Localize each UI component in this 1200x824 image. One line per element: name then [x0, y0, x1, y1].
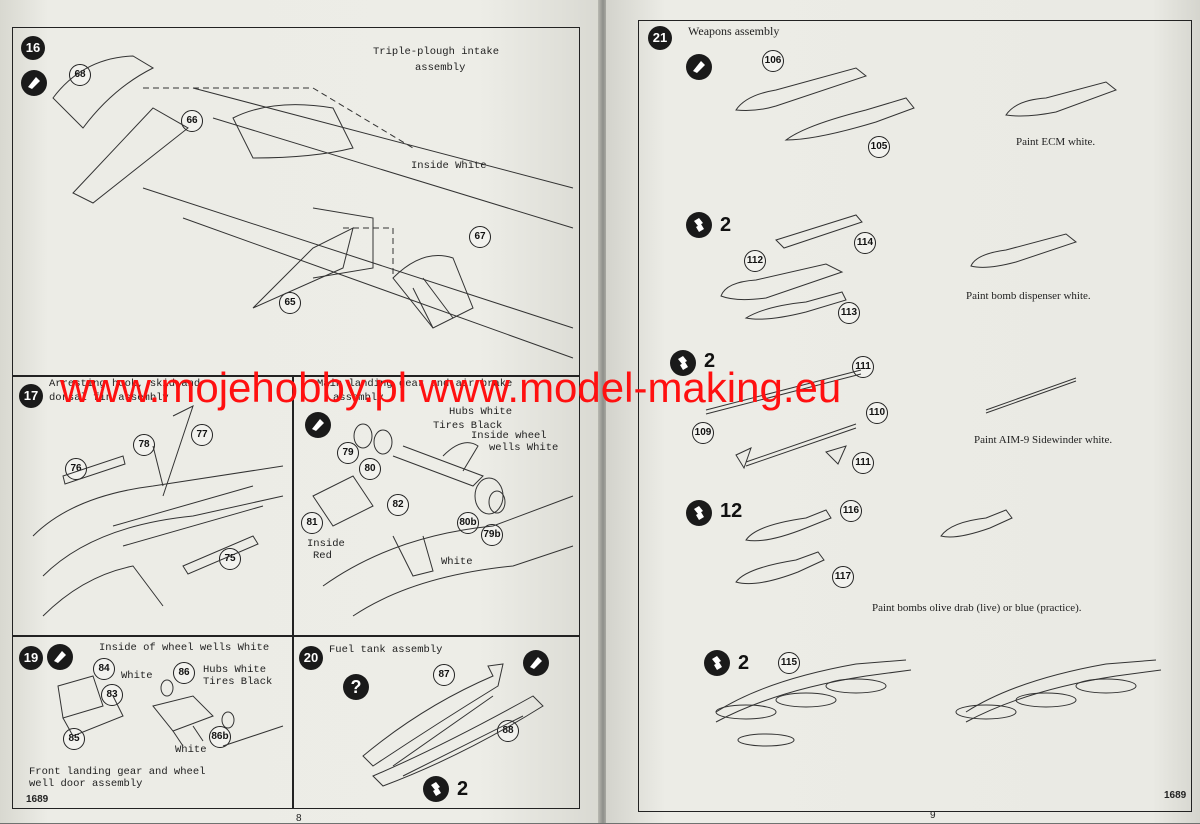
- step-18-inside-note: Inside: [307, 538, 345, 550]
- part-81: 81: [301, 512, 323, 534]
- glue-icon: [686, 54, 712, 80]
- part-86: 86: [173, 662, 195, 684]
- part-78: 78: [133, 434, 155, 456]
- part-117: 117: [832, 566, 854, 588]
- step-16-note: Inside White: [411, 160, 487, 172]
- step-17-caption-2: dorsal fin assembly: [49, 392, 169, 404]
- step-19-number: 19: [19, 646, 43, 670]
- right-page: 21 Weapons assembly 106 105 Paint ECM wh…: [606, 0, 1200, 823]
- bombs-quantity: 12: [720, 500, 743, 522]
- part-116: 116: [840, 500, 862, 522]
- part-115: 115: [778, 652, 800, 674]
- part-count-icon: [704, 650, 730, 676]
- part-76: 76: [65, 458, 87, 480]
- step-18-wells-note: Inside wheel: [471, 430, 547, 442]
- step-19-white-note: White: [121, 670, 153, 682]
- part-105: 105: [868, 136, 890, 158]
- main-gear-drawing: [312, 423, 574, 617]
- part-68: 68: [69, 64, 91, 86]
- part-79-b: 79b: [481, 524, 503, 546]
- left-kit-number: 1689: [26, 794, 49, 805]
- part-109: 109: [692, 422, 714, 444]
- glue-icon: [21, 70, 47, 96]
- part-67: 67: [469, 226, 491, 248]
- part-106: 106: [762, 50, 784, 72]
- step-19-tires-note: Tires Black: [203, 676, 273, 688]
- part-86-b: 86b: [209, 726, 231, 748]
- step-20-number: 20: [299, 646, 323, 670]
- step-18-caption: Main landing gear and air brake: [317, 378, 513, 390]
- part-111-b: 111: [852, 452, 874, 474]
- step-19-footer: Front landing gear and wheel: [29, 766, 206, 778]
- glue-icon: [47, 644, 73, 670]
- part-count-icon: [423, 776, 449, 802]
- part-count-icon: [686, 500, 712, 526]
- step-19-caption: Inside of wheel wells White: [99, 642, 270, 654]
- sidewinder-note: Paint AIM-9 Sidewinder white.: [974, 434, 1113, 446]
- part-79: 79: [337, 442, 359, 464]
- right-kit-number: 1689: [1164, 790, 1187, 801]
- glue-icon: [523, 650, 549, 676]
- part-110: 110: [866, 402, 888, 424]
- part-count-icon: [670, 350, 696, 376]
- part-114: 114: [854, 232, 876, 254]
- step-19-hubs-note: Hubs White: [203, 664, 267, 676]
- step-18-tires-note: Tires Black: [433, 420, 503, 432]
- step-21-number: 21: [648, 26, 672, 50]
- nose-gear-drawing: [57, 675, 284, 747]
- step-19-footer-2: well door assembly: [29, 778, 143, 790]
- step-18-inside-note-2: Red: [313, 550, 332, 562]
- part-88: 88: [497, 720, 519, 742]
- step-19-panel: 19 Inside of wheel wells White White Hub…: [12, 635, 294, 809]
- part-112: 112: [744, 250, 766, 272]
- dispenser-quantity: 2: [720, 214, 732, 236]
- step-18-hubs-note: Hubs White: [449, 406, 513, 418]
- step-19-white-note-2: White: [175, 744, 207, 756]
- part-77: 77: [191, 424, 213, 446]
- right-page-frame: [638, 20, 1192, 812]
- glue-icon: [305, 412, 331, 438]
- step-17-number: 17: [19, 384, 43, 408]
- weapons-drawing: [705, 67, 1162, 747]
- step-16-caption-2: assembly: [415, 62, 466, 74]
- part-65: 65: [279, 292, 301, 314]
- step-18-white-note: White: [441, 556, 473, 568]
- step-20-quantity: 2: [457, 778, 469, 800]
- part-84: 84: [93, 658, 115, 680]
- left-page-number: 8: [296, 813, 302, 824]
- page-gutter: [598, 0, 608, 823]
- part-count-icon: [686, 212, 712, 238]
- step-17-caption: Arresting hook, skid and: [49, 378, 201, 390]
- mer-quantity: 2: [738, 652, 750, 674]
- step-18-wells-note-2: wells White: [489, 442, 559, 454]
- dispenser-note: Paint bomb dispenser white.: [966, 290, 1091, 302]
- tail-drawing: [32, 405, 284, 617]
- step-16-panel: 16 Triple-plough intake assembly Inside …: [12, 27, 580, 377]
- part-80: 80: [359, 458, 381, 480]
- step-18-panel: Main landing gear and air brake assembly…: [292, 375, 580, 637]
- right-page-number: 9: [930, 810, 936, 821]
- step-17-panel: 17 Arresting hook, skid and dorsal fin a…: [12, 375, 294, 637]
- fuel-tank-drawing: [362, 663, 544, 787]
- part-87: 87: [433, 664, 455, 686]
- step-16-caption: Triple-plough intake: [373, 46, 500, 58]
- step-18-caption-2: assembly: [333, 392, 384, 404]
- intake-drawing: [52, 55, 574, 359]
- watermark-text: www.mojehobby.pl www.model-making.eu: [60, 364, 842, 411]
- bombs-note: Paint bombs olive drab (live) or blue (p…: [872, 602, 1082, 614]
- question-mark-icon: ?: [343, 674, 369, 700]
- sidewinder-quantity: 2: [704, 350, 716, 372]
- part-66: 66: [181, 110, 203, 132]
- part-111: 111: [852, 356, 874, 378]
- part-83: 83: [101, 684, 123, 706]
- step-20-panel: 20 Fuel tank assembly ? 87 88 2: [292, 635, 580, 809]
- part-82: 82: [387, 494, 409, 516]
- step-21-title: Weapons assembly: [688, 24, 780, 38]
- part-113: 113: [838, 302, 860, 324]
- ecm-note: Paint ECM white.: [1016, 136, 1096, 148]
- left-page: 16 Triple-plough intake assembly Inside …: [0, 0, 600, 824]
- step-16-number: 16: [21, 36, 45, 60]
- step-20-caption: Fuel tank assembly: [329, 644, 443, 656]
